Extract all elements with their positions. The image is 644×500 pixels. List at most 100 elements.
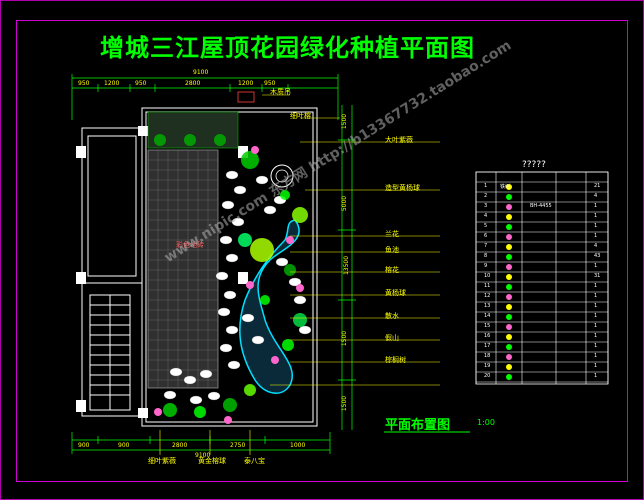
stone	[293, 295, 307, 305]
flower	[154, 408, 162, 416]
plant	[250, 238, 274, 262]
stone	[219, 235, 233, 245]
flower	[296, 284, 304, 292]
stone	[221, 200, 235, 210]
table-cell: 1	[594, 353, 598, 359]
table-cell: 1	[594, 203, 598, 209]
stone	[217, 307, 231, 317]
table-cell: 1	[594, 323, 598, 329]
stone	[288, 277, 302, 287]
callout-1: 木质吊	[270, 88, 291, 96]
layout-scale: 1:00	[477, 418, 495, 427]
stone	[225, 170, 239, 180]
table-cell: 1	[594, 283, 598, 289]
callout-5: 兰花	[385, 230, 399, 238]
plant	[163, 403, 177, 417]
callout-10: 假山	[385, 334, 399, 342]
flower	[286, 236, 294, 244]
table-cell: 1	[594, 313, 598, 319]
bottom-dimension-value: 1000	[290, 442, 306, 449]
table-cell: 11	[484, 283, 491, 289]
top-total-dimension: 9100	[193, 69, 209, 76]
callout-7: 榕花	[385, 266, 399, 274]
bottom-label: 黄金榕球	[198, 457, 226, 465]
top-dimension-value: 1200	[104, 80, 120, 87]
stone	[223, 290, 237, 300]
structural-columns	[76, 126, 248, 418]
table-cell: 铁树	[500, 184, 511, 190]
bottom-total-dimension: 9100	[195, 452, 211, 459]
table-plant-icon	[506, 194, 512, 200]
plant	[241, 151, 259, 169]
plant	[223, 398, 237, 412]
table-cell: 4	[594, 243, 598, 249]
table-cell: 1	[594, 343, 598, 349]
table-title: ?????	[522, 160, 546, 170]
table-plant-icon	[506, 184, 512, 190]
plant	[238, 233, 252, 247]
stone	[251, 335, 265, 345]
flower	[251, 146, 259, 154]
table-cell: BH-4455	[530, 203, 552, 209]
stone	[199, 369, 213, 379]
flower	[246, 281, 254, 289]
top-dimension-value: 2800	[185, 80, 201, 87]
stone	[263, 205, 277, 215]
right-dimension-value: 5000	[341, 195, 349, 212]
plant	[194, 406, 206, 418]
stone	[298, 325, 312, 335]
table-plant-icon	[506, 364, 512, 370]
table-cell: 16	[484, 333, 491, 339]
table-plant-icon	[506, 334, 512, 340]
table-cell: 18	[484, 353, 491, 359]
stone	[225, 325, 239, 335]
flower	[224, 416, 232, 424]
stone	[163, 390, 177, 400]
callout-3: 大叶紫薇	[385, 136, 413, 144]
table-cell: 1	[594, 303, 598, 309]
table-cell: 1	[594, 223, 598, 229]
plant	[214, 134, 226, 146]
top-dimension-value: 950	[264, 80, 276, 87]
plant	[282, 339, 294, 351]
leader-lines	[159, 94, 440, 455]
callout-8: 黄杨球	[385, 289, 406, 297]
table-plant-icon	[506, 354, 512, 360]
tiled-floor	[147, 149, 219, 389]
stone	[275, 257, 289, 267]
stone	[241, 313, 255, 323]
table-cell: 1	[594, 373, 598, 379]
table-cell: 19	[484, 363, 491, 369]
table-cell: 10	[484, 273, 491, 279]
table-cell: 1	[594, 263, 598, 269]
table-cell: 7	[484, 243, 488, 249]
floor-label: 彩色地砖	[176, 241, 204, 249]
table-plant-icon	[506, 214, 512, 220]
plant-schedule-table	[475, 171, 609, 385]
table-cell: 3	[484, 203, 488, 209]
stone	[215, 271, 229, 281]
table-cell: 15	[484, 323, 491, 329]
table-cell: 9	[484, 263, 488, 269]
callout-2: 细叶榕	[290, 112, 311, 120]
callout-4: 造型黄杨球	[385, 184, 420, 192]
building-rooms	[81, 127, 143, 417]
table-plant-icon	[506, 234, 512, 240]
bottom-label: 泰八宝	[244, 457, 265, 465]
stone	[207, 391, 221, 401]
table-cell: 6	[484, 233, 488, 239]
stone	[169, 367, 183, 377]
table-cell: 14	[484, 313, 491, 319]
bottom-dimension-value: 2800	[172, 442, 188, 449]
drawing-border-inner	[16, 20, 628, 482]
table-cell: 5	[484, 223, 488, 229]
plant	[284, 264, 296, 276]
plant	[260, 295, 270, 305]
bottom-dimension-lines	[71, 432, 331, 454]
table-cell: 12	[484, 293, 491, 299]
table-plant-icon	[506, 264, 512, 270]
table-plant-icon	[506, 284, 512, 290]
table-plant-icon	[506, 254, 512, 260]
table-cell: 1	[594, 293, 598, 299]
right-dimension-value: 13500	[343, 255, 351, 276]
